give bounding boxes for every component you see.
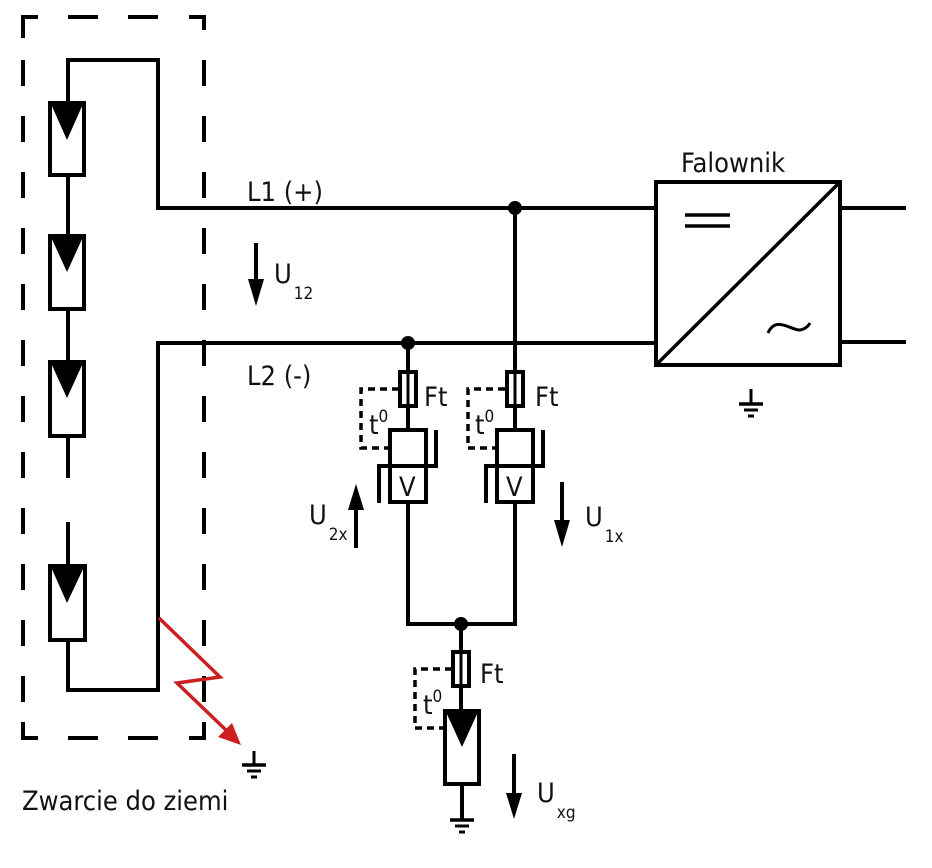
fault-label: Zwarcie do ziemi xyxy=(22,786,228,817)
fuse-icon xyxy=(451,650,471,688)
u1x-label: U1x xyxy=(585,502,624,547)
inverter-label: Falownik xyxy=(681,148,785,179)
ac-icon xyxy=(766,322,812,334)
t0-label: t0 xyxy=(423,687,442,721)
spd-branch-ground: Ft t0 xyxy=(413,624,504,834)
pv-string xyxy=(48,58,660,692)
ground-icon xyxy=(739,389,763,418)
ground-icon xyxy=(242,751,266,779)
u1x-voltage-arrow: U1x xyxy=(554,482,624,547)
pv-array-boundary xyxy=(21,15,206,740)
pv-module-icon xyxy=(48,101,86,177)
u2x-voltage-arrow: U2x xyxy=(309,484,364,548)
t0-label: t0 xyxy=(369,407,388,441)
u2x-label: U2x xyxy=(309,500,348,545)
t0-label: t0 xyxy=(475,407,494,441)
spd-branch-l2: Ft t0 V xyxy=(359,370,461,626)
pv-module-icon xyxy=(48,360,86,438)
pv-module-icon xyxy=(48,564,87,642)
inverter: Falownik xyxy=(654,148,906,418)
lightning-fault-icon xyxy=(157,616,241,745)
pv-module-icon xyxy=(443,709,481,786)
u12-voltage-arrow: U12 xyxy=(248,243,313,306)
varistor-label: V xyxy=(506,472,523,503)
ft-label: Ft xyxy=(535,382,559,413)
fuse-icon xyxy=(505,370,525,408)
varistor-icon: V xyxy=(484,428,545,504)
u12-label: U12 xyxy=(274,259,313,304)
varistor-icon: V xyxy=(377,428,438,504)
l2-label: L2 (-) xyxy=(247,361,311,392)
fuse-icon xyxy=(398,370,418,408)
uxg-voltage-arrow: Uxg xyxy=(506,754,576,823)
pv-module-icon xyxy=(48,234,86,311)
spd-branch-l1: Ft t0 V xyxy=(461,370,559,626)
dc-icon xyxy=(685,213,730,228)
ft-label: Ft xyxy=(480,659,504,690)
varistor-label: V xyxy=(399,472,416,503)
uxg-label: Uxg xyxy=(537,778,576,823)
ground-icon xyxy=(450,818,474,834)
ft-label: Ft xyxy=(424,382,448,413)
l1-label: L1 (+) xyxy=(247,177,323,208)
